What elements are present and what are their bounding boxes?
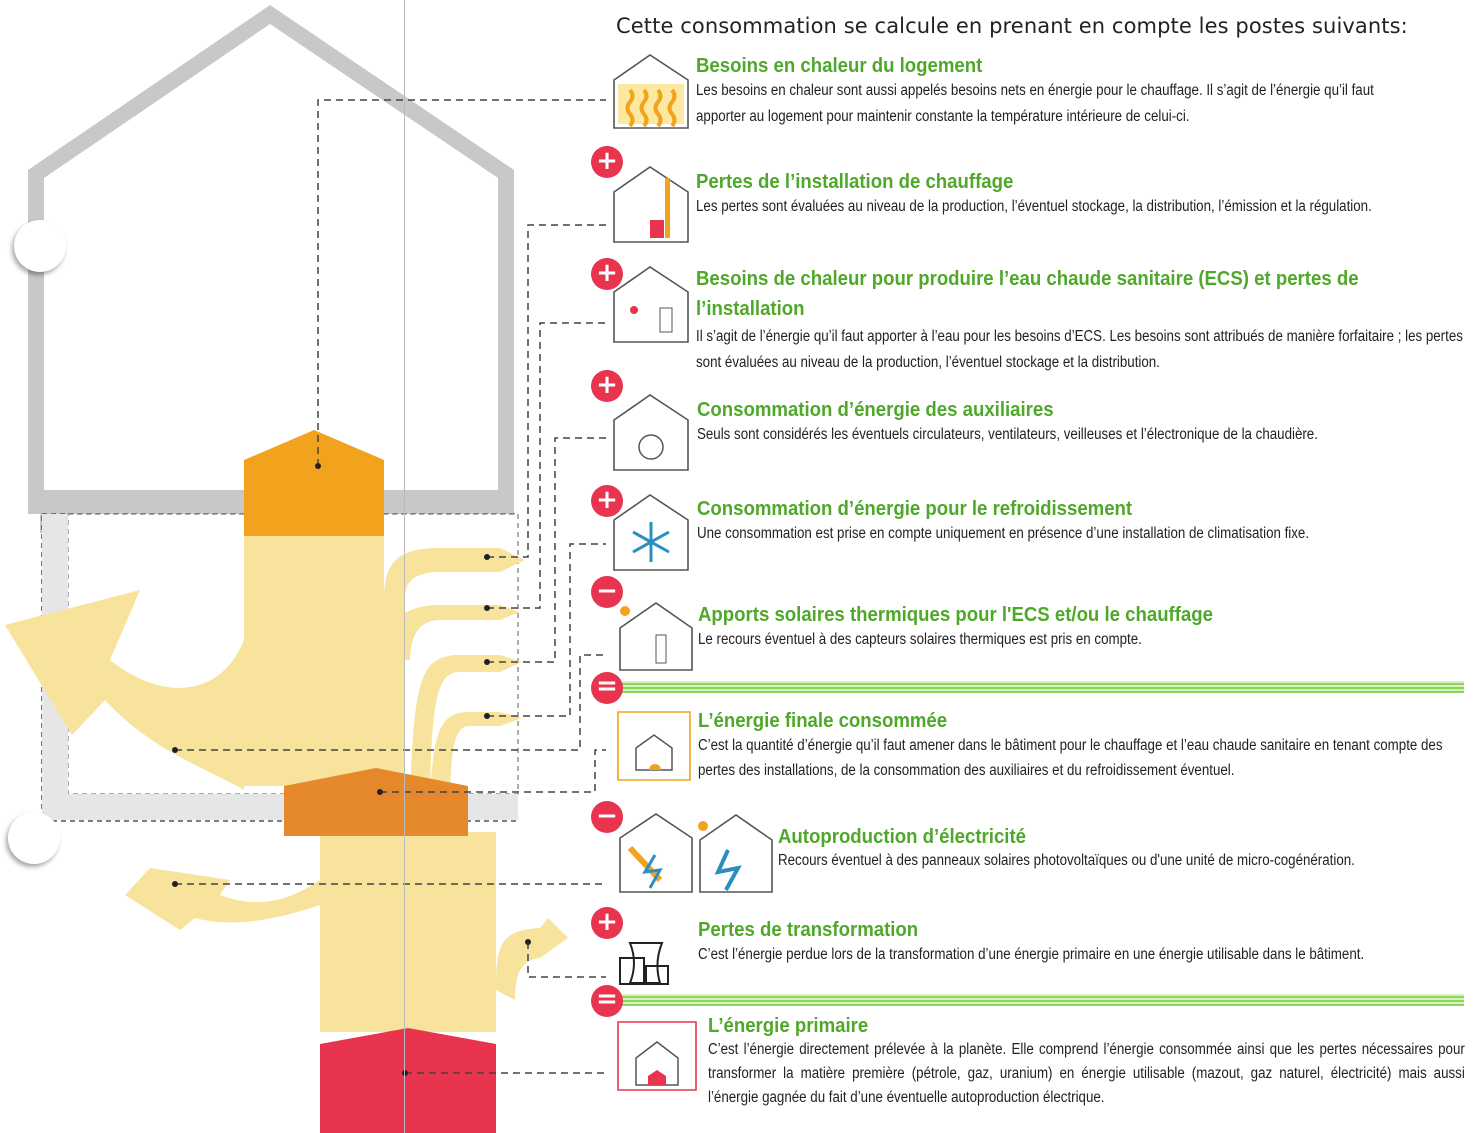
item-title: Apports solaires thermiques pour l'ECS e… (698, 604, 1213, 626)
item-solar-thermal: Apports solaires thermiques pour l'ECS e… (698, 603, 1482, 653)
plus-sign: + (591, 907, 623, 939)
item-title: Besoins en chaleur du logement (696, 55, 983, 77)
house-shower-tank-icon (613, 266, 689, 343)
minus-sign: − (591, 801, 623, 833)
item-description: Le recours éventuel à des capteurs solai… (698, 631, 1142, 648)
item-title: L’énergie finale consommée (698, 710, 948, 732)
item-description: Il s’agit de l’énergie qu’il faut apport… (696, 328, 1463, 371)
final-energy-block (284, 768, 468, 834)
binder-hole (14, 220, 66, 272)
item-description: C’est l’énergie directement prélevée à l… (708, 1041, 1465, 1106)
item-title: Consommation d’énergie pour le refroidis… (697, 498, 1133, 520)
item-title: L’énergie primaire (708, 1015, 869, 1037)
plus-sign: + (591, 485, 623, 517)
item-heat-needs: Besoins en chaleur du logement Les besoi… (696, 54, 1482, 130)
item-title: Besoins de chaleur pour produire l’eau c… (696, 268, 1359, 320)
item-transformation-losses: Pertes de transformation C’est l’énergie… (698, 918, 1482, 967)
binder-hole (8, 812, 60, 864)
item-title: Consommation d’énergie des auxiliaires (697, 399, 1054, 421)
item-self-production: Autoproduction d’électricité Recours éve… (778, 825, 1478, 873)
plus-sign: + (591, 370, 623, 402)
house-primary-energy-icon (617, 1021, 697, 1091)
house-fan-icon (613, 394, 689, 471)
icon-details (618, 84, 742, 1086)
item-description: Recours éventuel à des panneaux solaires… (778, 852, 1355, 869)
item-title: Pertes de l’installation de chauffage (696, 171, 1014, 193)
item-hot-water: Besoins de chaleur pour produire l’eau c… (696, 264, 1482, 376)
item-description: Les pertes sont évaluées au niveau de la… (696, 198, 1372, 215)
icon-frames (613, 54, 773, 1091)
item-description: C’est la quantité d’énergie qu’il faut a… (698, 737, 1443, 779)
page-fold-line (404, 0, 405, 1133)
house-photovoltaic-icon (699, 814, 773, 893)
primary-energy-block (320, 1028, 496, 1133)
item-final-energy: L’énergie finale consommée C’est la quan… (698, 709, 1482, 783)
item-primary-energy: L’énergie primaire C’est l’énergie direc… (708, 1014, 1482, 1110)
item-cooling: Consommation d’énergie pour le refroidis… (697, 497, 1482, 547)
minus-sign: − (591, 576, 623, 608)
house-snowflake-icon (613, 494, 689, 571)
house-solar-collector-icon (619, 602, 693, 671)
item-description: Une consommation est prise en compte uni… (697, 525, 1310, 542)
power-plant-icon (619, 942, 669, 985)
item-title: Autoproduction d’électricité (778, 826, 1027, 848)
house-final-energy-icon (617, 711, 691, 781)
item-heating-losses: Pertes de l’installation de chauffage Le… (696, 170, 1482, 220)
item-auxiliaries: Consommation d’énergie des auxiliaires S… (697, 398, 1482, 448)
plus-sign: + (591, 258, 623, 290)
connector-lines (175, 99, 606, 1074)
equals-sign: = (591, 672, 623, 704)
house-boiler-icon (613, 166, 689, 243)
item-description: Les besoins en chaleur sont aussi appelé… (696, 82, 1374, 125)
energy-flow (5, 512, 568, 1032)
equals-sign: = (591, 985, 623, 1017)
house-heat-waves-icon (613, 54, 689, 129)
separator-band (622, 994, 1464, 1006)
item-description: Seuls sont considérés les éventuels circ… (697, 426, 1318, 443)
page-header: Cette consommation se calcule en prenant… (616, 14, 1408, 38)
item-description: C’est l’énergie perdue lors de la transf… (698, 946, 1365, 963)
separator-band (622, 681, 1464, 693)
plus-sign: + (591, 146, 623, 178)
house-photovoltaic-icon (619, 813, 693, 893)
item-title: Pertes de transformation (698, 919, 919, 941)
heat-need-block (244, 430, 384, 536)
connector-dots (172, 463, 531, 1076)
